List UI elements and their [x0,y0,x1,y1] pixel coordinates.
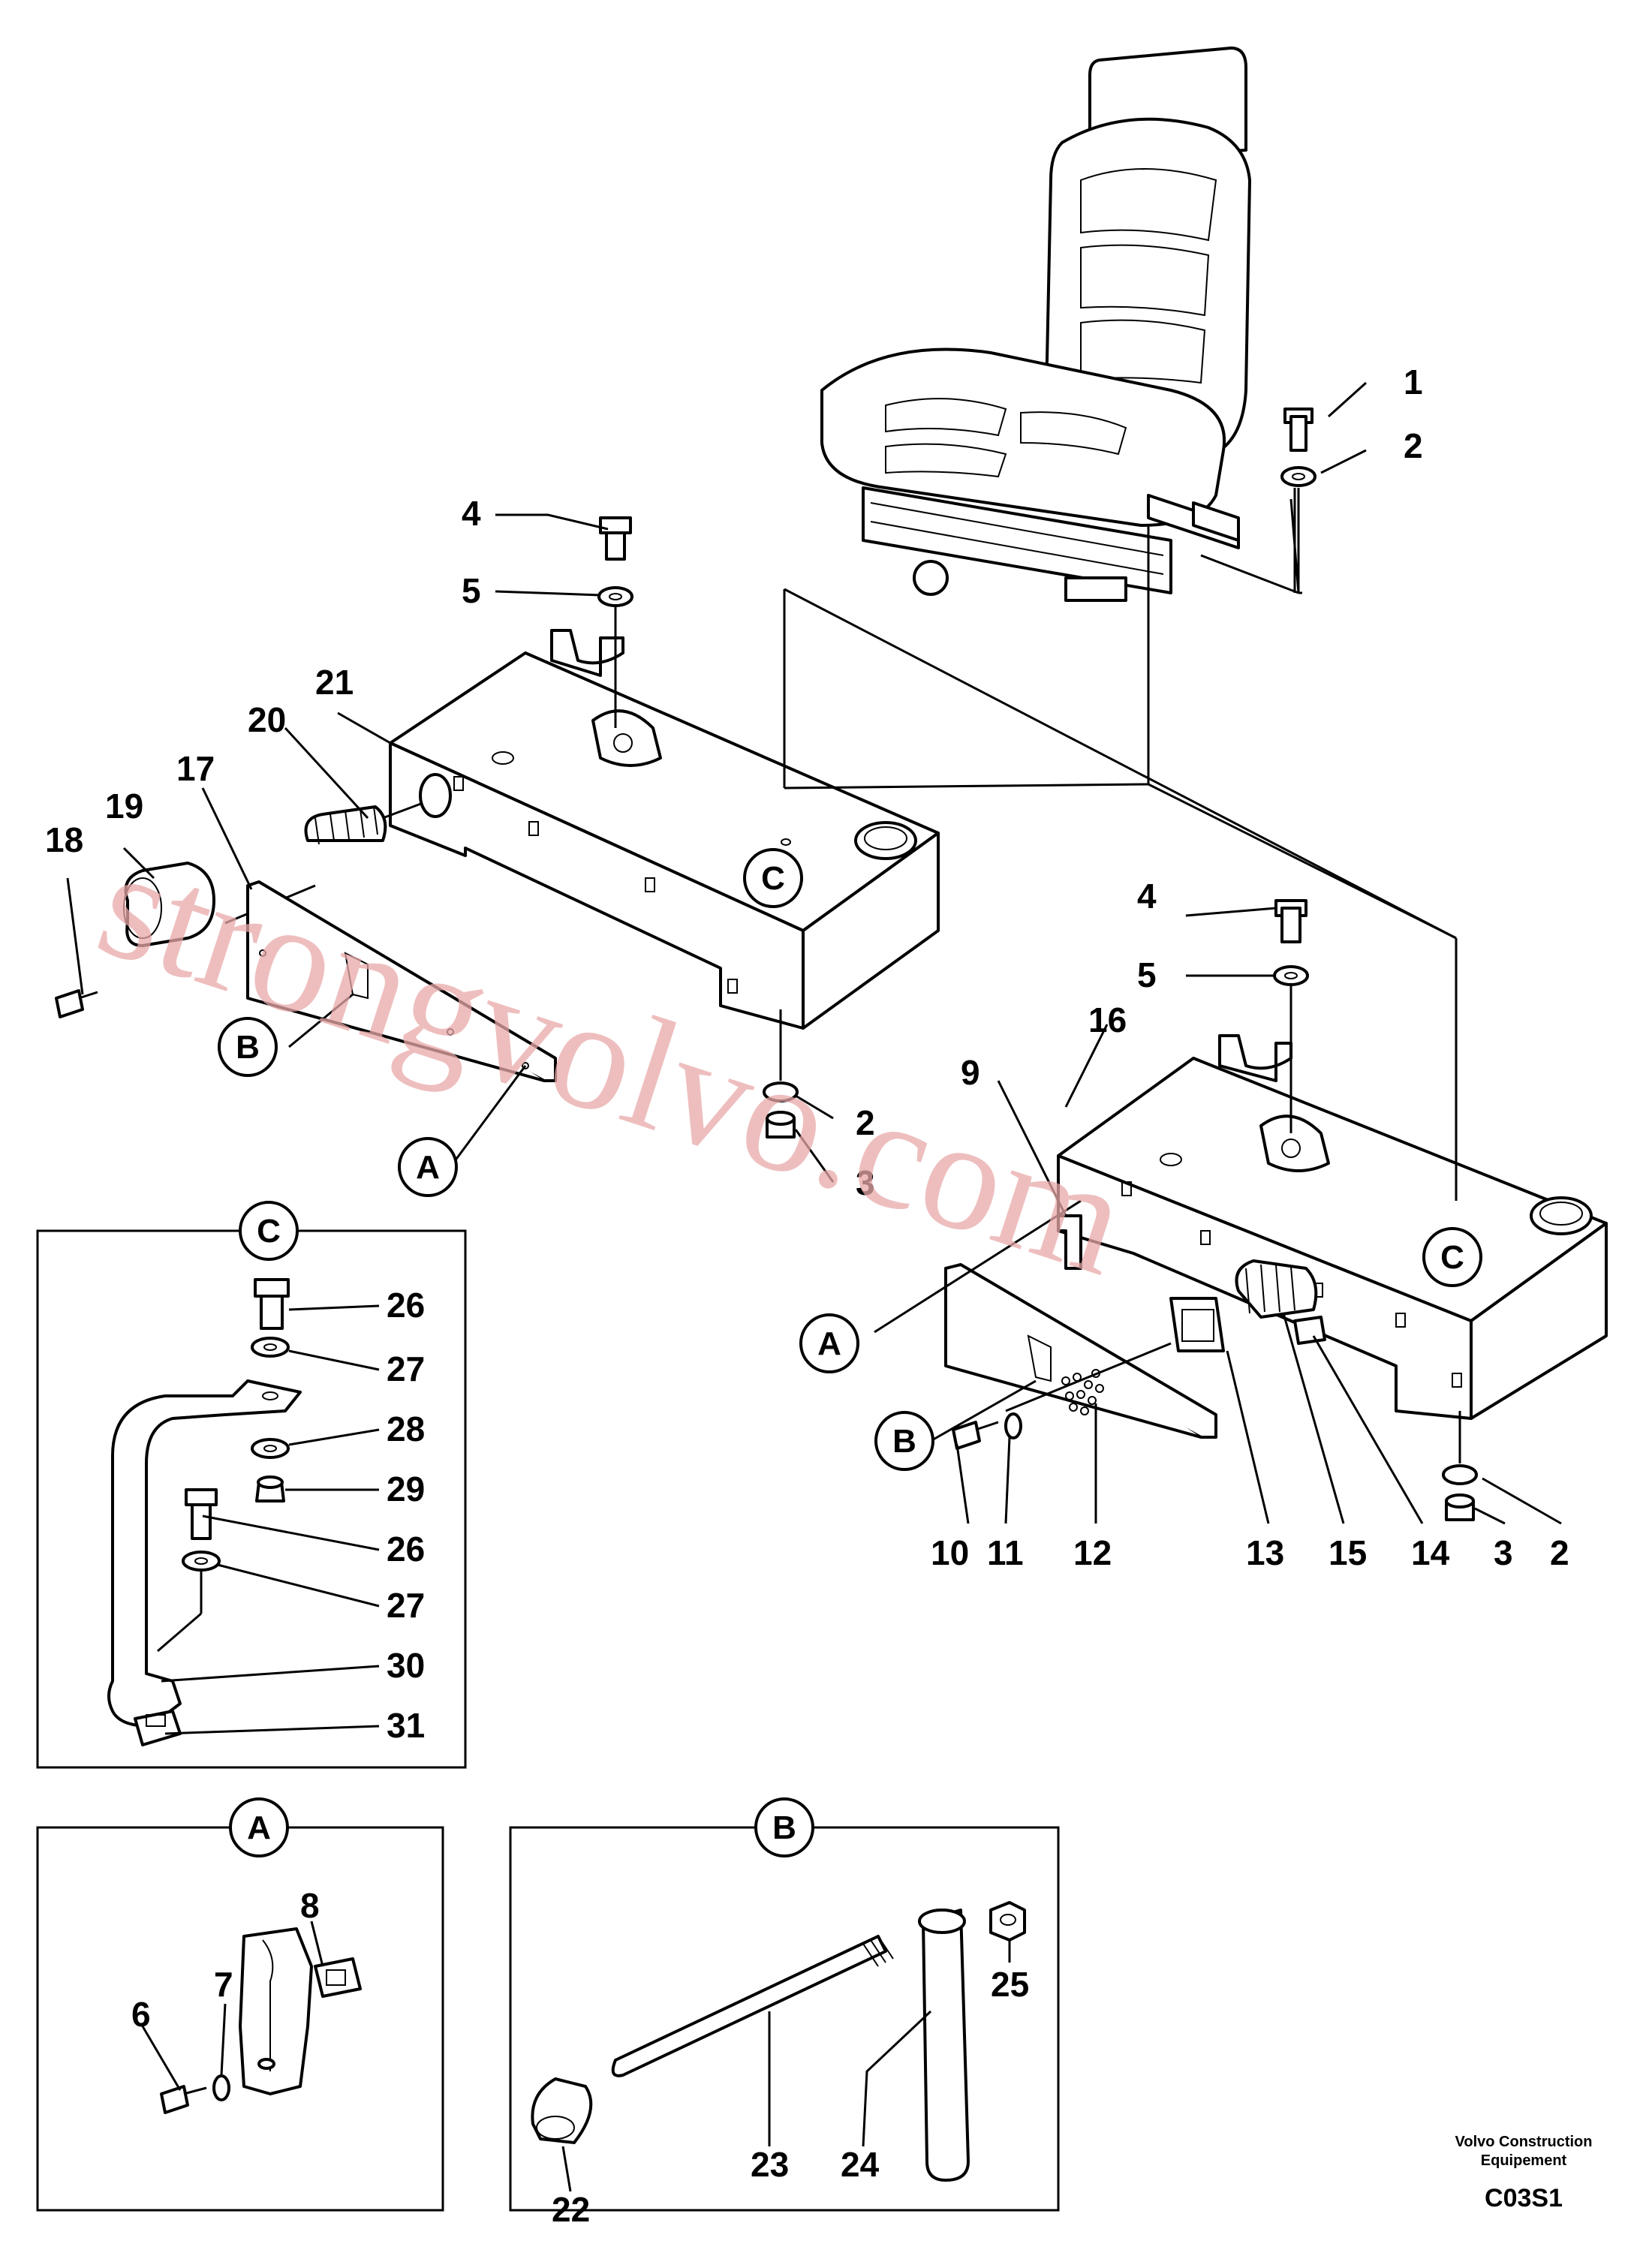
callout-1: 1 [1404,362,1423,402]
callout-7: 7 [214,1965,233,2004]
right-washer-nut [1442,1411,1478,1521]
callout-14: 14 [1411,1533,1450,1572]
bracket-9 [1057,1214,1082,1270]
credit-line-2: Equipement [1481,2152,1567,2169]
operator-seat [820,47,1251,602]
callout-numbers: 1 2 4 5 21 20 17 19 18 2 3 4 5 16 9 10 1… [45,362,1569,2229]
callout-5: 5 [462,571,481,610]
callout-3-right: 3 [1494,1533,1513,1572]
leader-lines [66,381,1562,2192]
marker-a-right-plate: A [799,1313,859,1373]
left-side-plate [246,880,557,1082]
callout-4: 4 [462,494,481,533]
callout-30: 30 [387,1646,425,1685]
callout-29: 29 [387,1469,425,1508]
marker-c-right-console: C [1422,1227,1482,1287]
callout-26-top: 26 [387,1286,425,1325]
svg-text:C: C [257,1213,281,1250]
damper-end [55,862,215,1018]
detail-markers: C B A C C A B A [218,848,1482,1857]
callout-22: 22 [552,2190,590,2229]
callout-17: 17 [176,749,215,788]
callout-9: 9 [961,1053,980,1092]
left-console-body [389,629,940,1030]
marker-c-detail-box: C [239,1201,299,1261]
svg-text:B: B [236,1029,260,1066]
marker-b-left-plate: B [218,1017,278,1077]
callout-2-left: 2 [856,1103,875,1142]
left-washer-nut [763,1009,799,1139]
right-damper-bracket [1169,1297,1225,1352]
callout-23: 23 [751,2145,789,2184]
callout-21: 21 [315,663,354,702]
svg-text:C: C [761,860,785,897]
callout-19: 19 [105,787,143,826]
marker-c-left-console: C [743,848,803,908]
callout-12: 12 [1073,1533,1112,1572]
callout-27-bottom: 27 [387,1586,425,1625]
marker-a-detail-box: A [229,1797,289,1857]
svg-text:A: A [817,1325,841,1362]
callout-4-right: 4 [1137,877,1157,916]
callout-16: 16 [1088,1000,1127,1039]
right-console-body [1057,1034,1608,1420]
callout-3-left: 3 [856,1163,875,1202]
marker-a-left-plate: A [398,1137,458,1197]
callout-28: 28 [387,1409,425,1448]
svg-text:B: B [892,1423,916,1460]
detail-a-parts [160,1927,362,2114]
callout-26-bottom: 26 [387,1530,425,1569]
detail-b-parts [531,1901,1026,2182]
svg-text:B: B [772,1809,796,1846]
spring-right [1235,1259,1318,1319]
callout-20: 20 [248,700,286,739]
callout-27-top: 27 [387,1349,425,1388]
callout-2: 2 [1404,426,1423,465]
callout-18: 18 [45,820,83,859]
callout-15: 15 [1329,1533,1367,1572]
callout-8: 8 [300,1886,320,1925]
callout-2-right: 2 [1550,1533,1569,1572]
marker-b-right-plate: B [874,1411,934,1471]
svg-text:A: A [416,1149,440,1186]
figure-code: C03S1 [1485,2184,1563,2212]
callout-25: 25 [991,1965,1029,2004]
callout-6: 6 [131,1995,151,2034]
detail-c-parts [107,1278,302,1746]
callout-24: 24 [841,2145,880,2184]
credit-line-1: Volvo Construction [1455,2134,1593,2150]
nut-14 [1293,1316,1326,1345]
svg-text:A: A [247,1809,271,1846]
seat-bolt-washer [1200,408,1316,594]
bolt-10-washer-11 [952,1412,1022,1450]
marker-b-detail-box: B [754,1797,814,1857]
callout-11: 11 [987,1533,1024,1572]
callout-10: 10 [931,1533,969,1572]
callout-31: 31 [387,1706,425,1745]
svg-text:C: C [1440,1239,1464,1276]
callout-13: 13 [1246,1533,1284,1572]
assembly-lines [783,488,1458,1201]
callout-5-right: 5 [1137,955,1157,994]
